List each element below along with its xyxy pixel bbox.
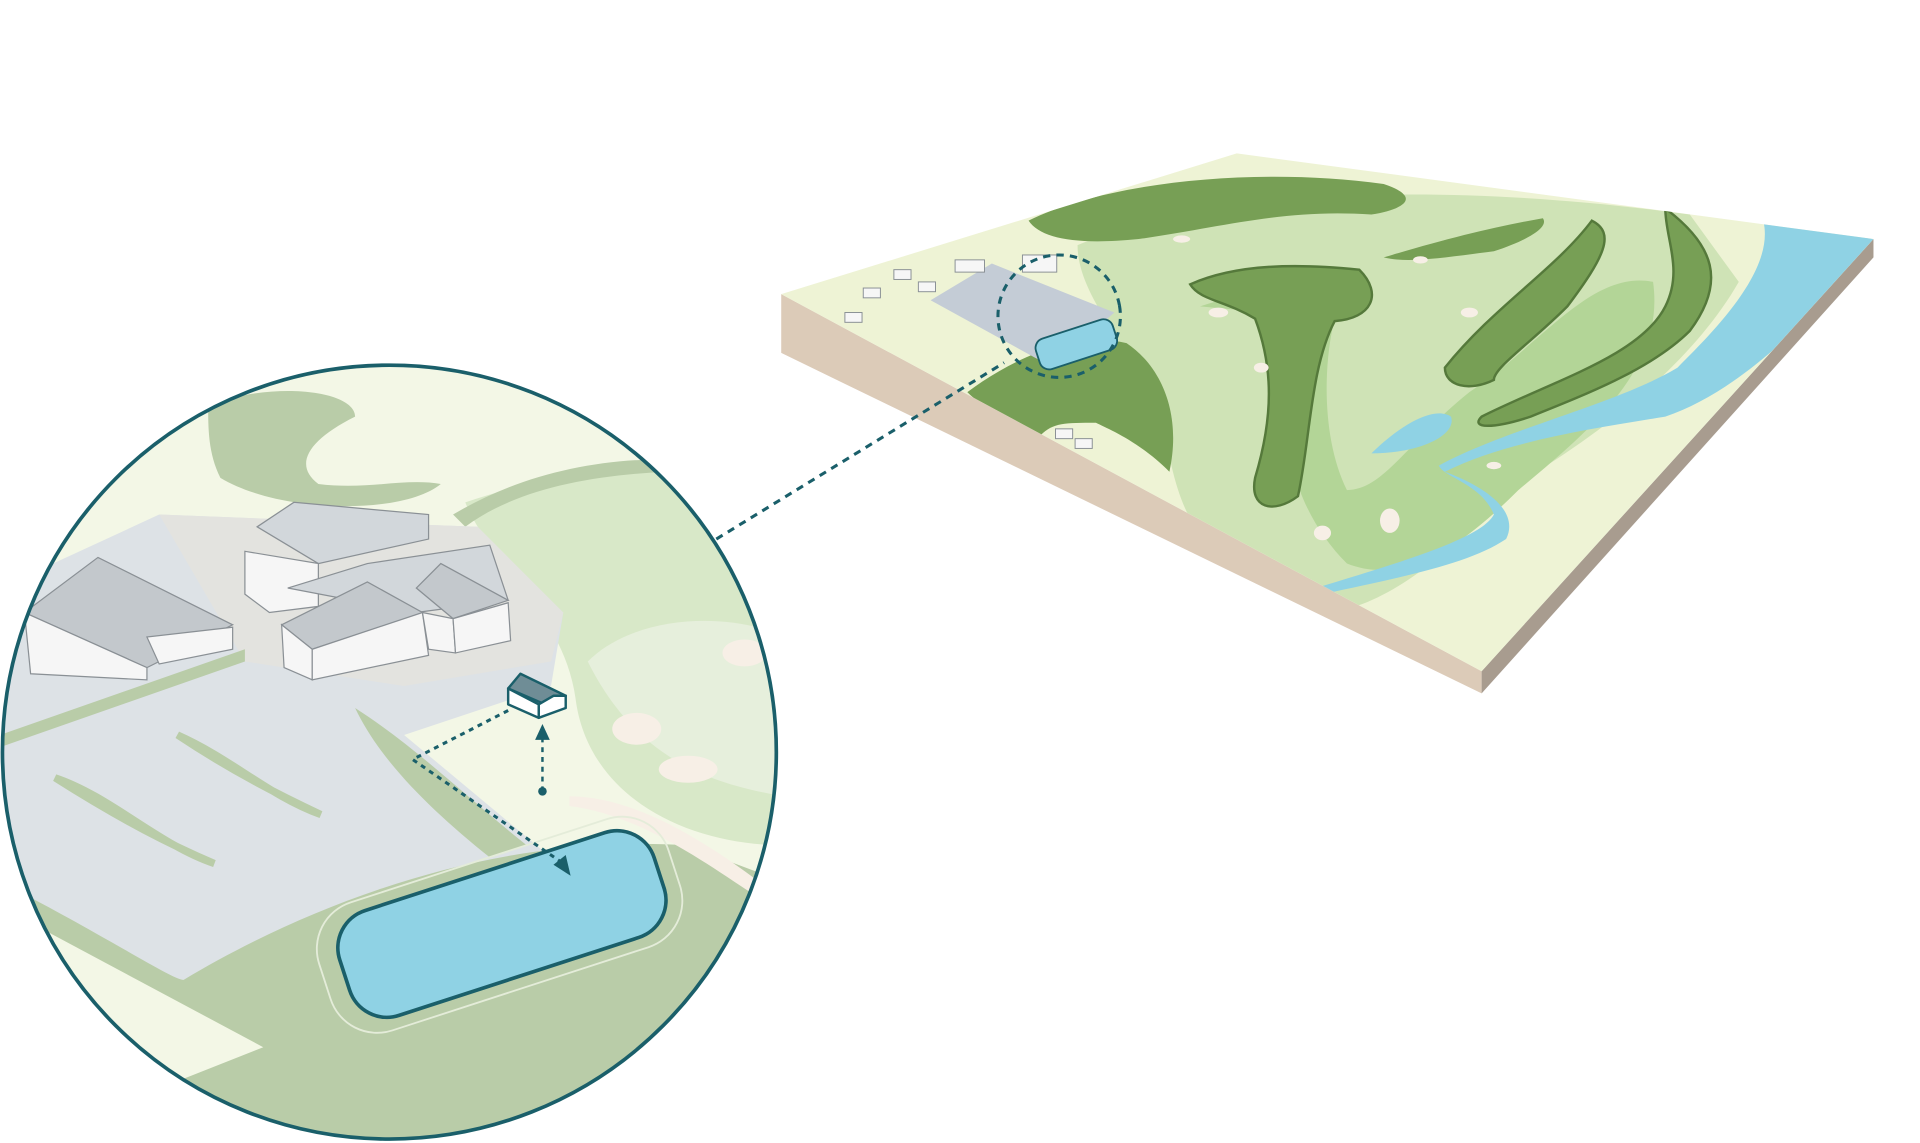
block-side-left <box>781 294 1482 694</box>
pipe-route <box>409 709 565 865</box>
grass-strip <box>2 649 245 748</box>
tree-area-ridge <box>453 459 668 527</box>
grass-island-1 <box>53 774 216 868</box>
building-icon <box>506 672 567 720</box>
tree-belt-small <box>1383 218 1545 260</box>
reservoir <box>1034 318 1119 371</box>
tree-belt-river <box>1477 205 1713 427</box>
terrain-block <box>781 153 1874 694</box>
buildings <box>23 501 512 681</box>
reservoir-bank <box>315 815 684 1034</box>
tree-belt-north <box>1028 176 1406 242</box>
focus-circle <box>996 253 1122 379</box>
grass-verge <box>355 708 527 858</box>
grass-island-2 <box>175 731 323 819</box>
river <box>1316 220 1874 595</box>
woodland-southwest <box>967 339 1174 472</box>
pond-east <box>1371 413 1452 454</box>
block-side-right <box>1481 239 1874 694</box>
pointer-dot <box>538 787 547 796</box>
zoom-detail <box>2 365 777 1140</box>
bunkers <box>1173 235 1502 541</box>
reservoir <box>336 828 668 1020</box>
arrow-up-icon <box>535 723 550 740</box>
tree-belt-center <box>1188 264 1373 508</box>
cart-path <box>569 796 760 895</box>
arrow-down-icon <box>553 854 571 876</box>
buildings-farm <box>844 254 1093 449</box>
tree-belt-east <box>1443 219 1606 388</box>
zoom-circle-border <box>0 363 779 1141</box>
bunkers <box>612 639 767 783</box>
callout-connector <box>715 361 1005 541</box>
tree-area-north <box>208 391 441 507</box>
